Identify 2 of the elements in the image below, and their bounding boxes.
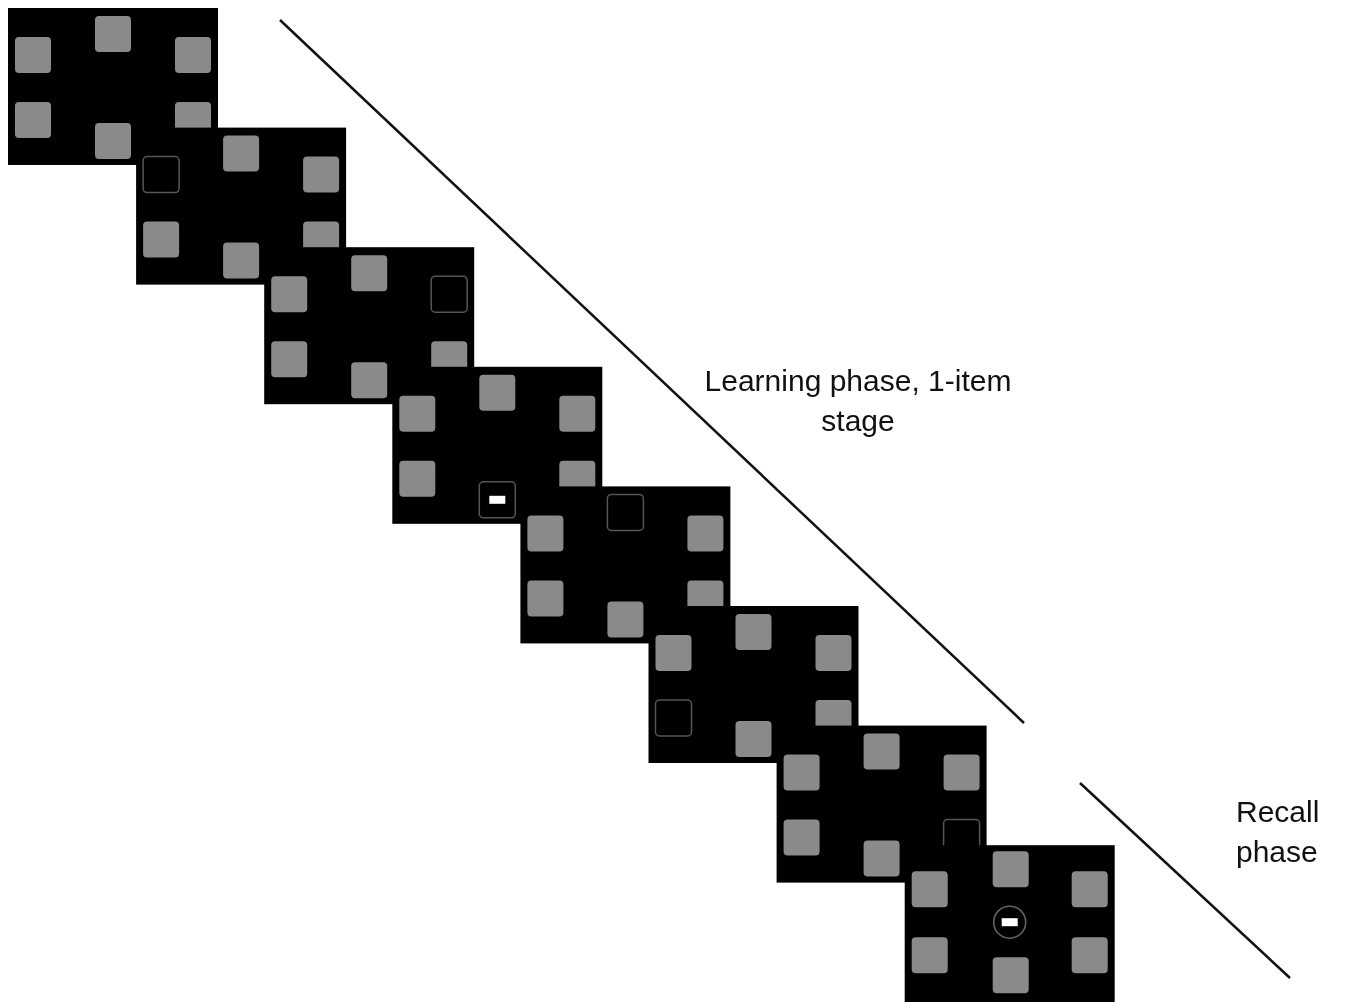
phase-label: Learning phase, 1-item stage [703,363,1013,439]
phase-label: Recall phase [1236,794,1321,870]
